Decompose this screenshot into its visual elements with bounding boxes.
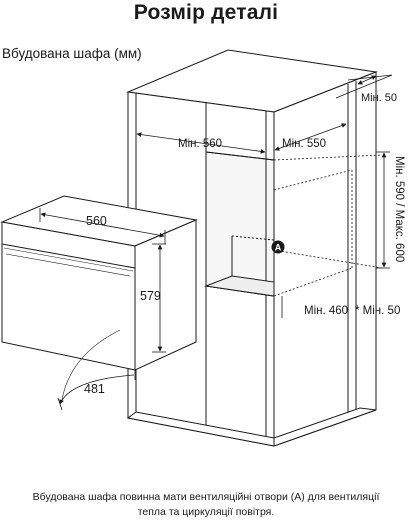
oven-width-line: [40, 212, 165, 238]
diagram-subtitle: Вбудована шафа (мм): [2, 46, 142, 61]
height-range-label: Мін. 590 / Макс. 600: [393, 156, 405, 262]
oven-door: [1, 221, 136, 371]
cabinet-dimensions: [135, 74, 393, 318]
min-depth-label: Мін. 550: [282, 138, 326, 150]
cabinet-opening: [205, 151, 275, 297]
min-height-to-floor-label: Мін. 460: [304, 305, 348, 317]
min-top-clearance-line: [357, 75, 377, 85]
vent-marker: A: [271, 240, 285, 254]
oven-height-label: 579: [140, 289, 161, 303]
oven-width-label: 560: [86, 214, 107, 228]
ventilation-note-line-1: Вбудована шафа повинна мати вентиляційні…: [32, 491, 380, 503]
opening-projection: [273, 154, 383, 297]
min-width-line: [136, 132, 266, 154]
oven-door-swing-arc: [59, 374, 135, 405]
cabinet-side-face: [273, 71, 377, 447]
ventilation-note-line-2: тепла та циркуляції повітря.: [137, 506, 275, 518]
min-front-gap-label: * Мін. 50: [355, 305, 400, 317]
oven-dimensions: [39, 208, 166, 411]
vent-marker-label: A: [275, 243, 282, 253]
min-depth-line: [274, 123, 347, 151]
min-width-label: Мін. 560: [178, 138, 222, 150]
min-top-clearance-label: Мін. 50: [361, 92, 397, 104]
ventilation-note: Вбудована шафа повинна мати вентиляційні…: [6, 490, 406, 520]
oven-depth-label: 481: [84, 382, 105, 396]
page-title: Розмір деталі: [133, 1, 279, 24]
cabinet: [126, 49, 378, 447]
